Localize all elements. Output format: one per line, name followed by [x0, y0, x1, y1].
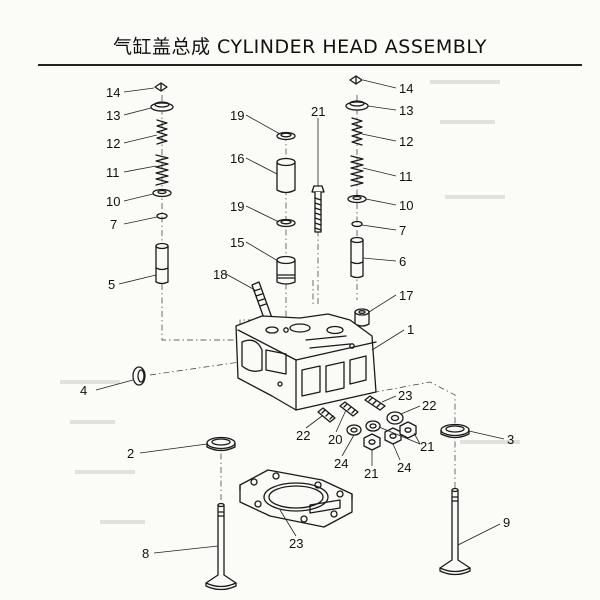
background-ghost-text: [60, 80, 520, 524]
spring-retainer-left: [150, 101, 174, 112]
washer-21-mid: [365, 420, 381, 432]
inner-spring-left: [155, 154, 169, 186]
valve-seal-right: [351, 220, 363, 228]
valve-cotter-right: [349, 75, 363, 85]
nut-21-lower: [363, 433, 381, 451]
washer-24-left: [346, 424, 362, 436]
right-valve-train: [345, 75, 369, 279]
valve-seal-left: [156, 212, 168, 220]
sleeve-ring-upper: [276, 131, 296, 141]
callout-9: 9: [503, 515, 510, 530]
outer-spring-left: [156, 119, 168, 145]
callout-7-left: 7: [110, 217, 117, 232]
callout-14-right: 14: [399, 81, 413, 96]
lower-sleeve: [276, 255, 296, 285]
plug-17: [354, 308, 370, 327]
callout-24-right: 24: [397, 460, 411, 475]
stud-22-left: [317, 407, 336, 423]
spring-seat-left: [152, 188, 172, 198]
o-ring-4: [132, 366, 146, 386]
callout-20: 20: [328, 432, 342, 447]
callout-12-left: 12: [106, 136, 120, 151]
callout-21-bottom: 21: [364, 466, 378, 481]
cylinder-head-gasket: [239, 469, 353, 528]
callout-13-left: 13: [106, 108, 120, 123]
spring-retainer-right: [345, 100, 369, 111]
callout-7-right: 7: [399, 223, 406, 238]
stud-18: [251, 281, 273, 322]
callout-3: 3: [507, 432, 514, 447]
callout-13-right: 13: [399, 103, 413, 118]
nut-24-right: [384, 427, 402, 445]
valve-cotter-left: [154, 82, 168, 92]
callout-22-right: 22: [422, 398, 436, 413]
inner-spring-right: [350, 155, 364, 187]
callout-21-top: 21: [311, 104, 325, 119]
callout-24-left: 24: [334, 456, 348, 471]
callout-11-right: 11: [399, 169, 413, 184]
left-valve-train: [150, 82, 174, 285]
nut-21-right: [399, 421, 417, 439]
callout-11-left: 11: [106, 165, 120, 180]
head-bolt: [311, 185, 325, 233]
callout-19-mid: 19: [230, 199, 244, 214]
callout-6: 6: [399, 254, 406, 269]
callout-19-top: 19: [230, 108, 244, 123]
injector-sleeve: [276, 157, 296, 194]
callout-23-top: 23: [398, 388, 412, 403]
callout-16: 16: [230, 151, 244, 166]
leader-lines: [95, 79, 505, 554]
spring-seat-right: [347, 194, 367, 204]
valve-guide-right: [350, 236, 364, 279]
callout-4: 4: [80, 383, 87, 398]
title-underline: [38, 64, 582, 66]
intake-valve-8: [205, 502, 237, 591]
callout-14-left: 14: [106, 85, 120, 100]
callout-8: 8: [142, 546, 149, 561]
callout-5: 5: [108, 277, 115, 292]
stud-23-upper: [364, 395, 386, 411]
washer-22-right: [386, 411, 404, 425]
callout-10-left: 10: [106, 194, 120, 209]
callout-10-right: 10: [399, 198, 413, 213]
stud-20: [339, 401, 359, 417]
valve-seat-3: [440, 423, 470, 439]
valve-seat-2: [206, 436, 236, 452]
exhaust-valve-9: [439, 487, 471, 576]
callout-15: 15: [230, 235, 244, 250]
callout-labels: 14 13 12 11 10 7 5 19 16 19 15 18 21 14 …: [80, 81, 514, 561]
callout-22-left: 22: [296, 428, 310, 443]
callout-2: 2: [127, 446, 134, 461]
callout-1: 1: [407, 322, 414, 337]
callout-23-bottom: 23: [289, 536, 303, 551]
diagram-title: 气缸盖总成 CYLINDER HEAD ASSEMBLY: [112, 36, 488, 58]
valve-guide-left: [155, 242, 169, 285]
outer-spring-right: [351, 117, 363, 146]
callout-12-right: 12: [399, 134, 413, 149]
sleeve-ring-lower: [276, 218, 296, 228]
callout-21-right: 21: [420, 439, 434, 454]
callout-18: 18: [213, 267, 227, 282]
cylinder-head: [235, 313, 377, 411]
callout-17: 17: [399, 288, 413, 303]
